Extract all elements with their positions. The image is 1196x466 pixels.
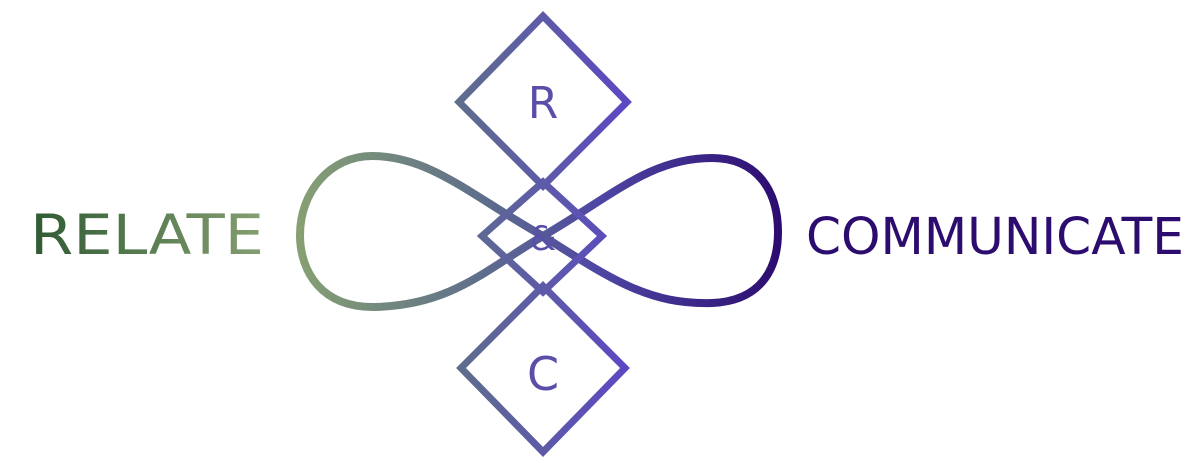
relate-word: RELATE xyxy=(30,203,264,267)
bottom-letter: C xyxy=(527,347,559,401)
diamond-knot-icon xyxy=(454,10,632,458)
top-letter: R xyxy=(528,78,559,129)
center-diamond xyxy=(476,177,608,297)
infinity-loop-icon xyxy=(296,152,782,312)
center-symbol: & xyxy=(530,219,557,259)
bottom-diamond xyxy=(456,281,630,458)
communicate-word: COMMUNICATE xyxy=(806,208,1184,267)
